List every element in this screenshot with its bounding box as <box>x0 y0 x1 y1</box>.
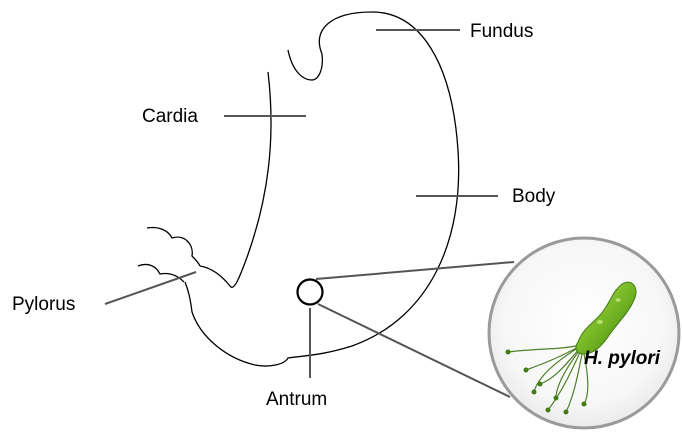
leader-lines <box>105 30 514 397</box>
antrum-magnify-marker <box>298 280 323 305</box>
magnify-leader-bottom <box>318 304 510 397</box>
cardia-label: Cardia <box>142 106 198 127</box>
duodenum-top <box>147 227 200 266</box>
antrum-label: Antrum <box>266 389 327 410</box>
fundus-lip <box>288 50 322 80</box>
lesser-curvature <box>200 72 271 287</box>
h-pylori-label: H. pylori <box>584 348 661 369</box>
h-pylori-inset <box>489 238 679 428</box>
pylorus-leader <box>105 272 196 304</box>
fundus-label: Fundus <box>470 21 533 42</box>
magnify-leader-top <box>316 262 514 279</box>
pylorus-label: Pylorus <box>12 294 75 315</box>
body-label: Body <box>512 186 556 207</box>
stomach-outline <box>138 12 459 366</box>
